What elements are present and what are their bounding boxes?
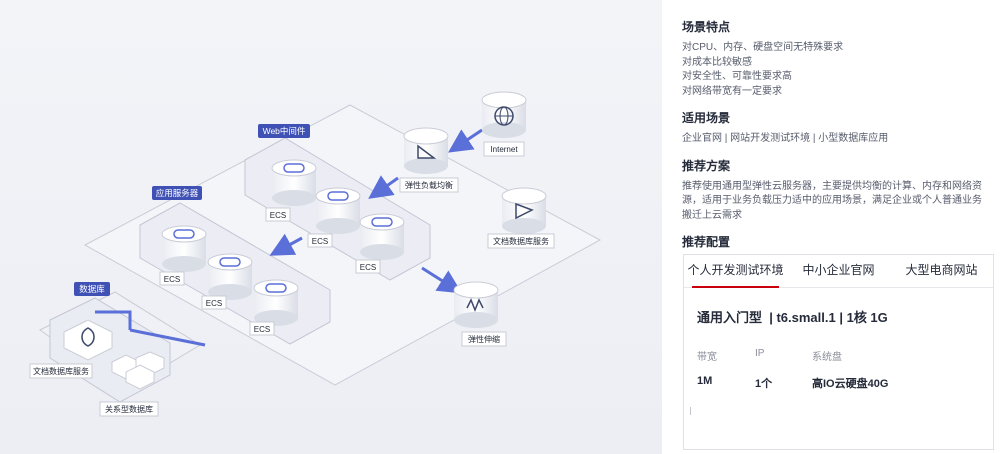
label-ecs: ECS <box>201 295 227 310</box>
svg-text:ECS: ECS <box>164 275 180 284</box>
svg-text:ECS: ECS <box>206 299 222 308</box>
arrow-web-app <box>269 233 303 256</box>
ecs-server <box>161 225 207 272</box>
tab-personal-dev[interactable]: 个人开发测试环境 <box>684 255 787 288</box>
label-internet: Internet <box>483 141 525 157</box>
arrow-elb-web <box>368 175 399 199</box>
feature-line: 对CPU、内存、硬盘空间无特殊要求 <box>682 42 844 53</box>
ecs-server <box>271 159 317 206</box>
svg-text:应用服务器: 应用服务器 <box>156 188 199 198</box>
rdb-node <box>111 351 165 390</box>
diagram-canvas: Web中间件 应用服务器 数据库 Internet 弹性负载均衡 文档数据库服务… <box>29 91 602 417</box>
ecs-server <box>253 279 299 326</box>
usage-text: 企业官网 | 网站开发测试环境 | 小型数据库应用 <box>682 133 889 144</box>
label-auto-scaling: 弹性伸缩 <box>461 331 507 347</box>
tab-sme-website[interactable]: 中小企业官网 <box>802 263 875 277</box>
ecs-server <box>359 213 405 260</box>
label-ecs: ECS <box>307 233 333 248</box>
label-ecs: ECS <box>265 207 291 222</box>
label-elb: 弹性负载均衡 <box>399 177 459 193</box>
config-tabs: 个人开发测试环境 中小企业官网 大型电商网站 <box>684 255 993 288</box>
internet-node <box>481 91 527 138</box>
svg-text:ECS: ECS <box>360 263 376 272</box>
feature-line: 对网络带宽有一定要求 <box>682 85 782 97</box>
funnel-icon <box>515 202 534 220</box>
svg-text:文档数据库服务: 文档数据库服务 <box>33 366 89 376</box>
svg-text:Internet: Internet <box>490 145 518 154</box>
architecture-diagram: Web中间件 应用服务器 数据库 Internet 弹性负载均衡 文档数据库服务… <box>0 0 662 454</box>
leaf-icon <box>81 327 95 347</box>
tag-database: 数据库 <box>74 282 110 296</box>
tag-app-server: 应用服务器 <box>152 186 202 200</box>
svg-text:ECS: ECS <box>270 211 286 220</box>
tag-web-middleware: Web中间件 <box>258 124 310 138</box>
spec-key-ip: IP <box>755 348 765 359</box>
svg-text:弹性伸缩: 弹性伸缩 <box>468 334 500 344</box>
spec-summary: 通用入门型 | t6.small.1 | 1核 1G <box>697 310 888 325</box>
ecs-server <box>315 187 361 234</box>
auto-scaling-node <box>453 281 499 328</box>
feature-line: 对成本比较敏感 <box>682 56 752 68</box>
label-doc-db: 文档数据库服务 <box>29 363 93 379</box>
tab-ecommerce[interactable]: 大型电商网站 <box>905 263 978 277</box>
svg-text:文档数据库服务: 文档数据库服务 <box>493 236 549 246</box>
label-ecs: ECS <box>355 259 381 274</box>
balance-icon <box>417 144 437 159</box>
spec-value-disk: 高IO云硬盘40G <box>812 378 889 390</box>
svg-text:Web中间件: Web中间件 <box>263 126 306 136</box>
svg-text:ECS: ECS <box>312 237 328 246</box>
recommend-title: 推荐方案 <box>682 158 731 173</box>
features-title: 场景特点 <box>682 20 731 34</box>
recommend-text: 推荐使用通用型弹性云服务器，主要提供均衡的计算、内存和网络资源，适用于业务负载压… <box>682 180 982 221</box>
arrow-web-scaling <box>421 266 463 294</box>
usage-title: 适用场景 <box>682 111 731 125</box>
spec-grid: 带宽 IP 系统盘 1M 1个 高IO云硬盘40G <box>697 348 932 391</box>
label-rdb: 关系型数据库 <box>99 401 159 417</box>
svg-text:ECS: ECS <box>254 325 270 334</box>
spec-key-bandwidth: 带宽 <box>697 352 717 363</box>
label-doc-db-top: 文档数据库服务 <box>487 233 555 249</box>
label-ecs: ECS <box>249 321 275 336</box>
svg-text:弹性负载均衡: 弹性负载均衡 <box>405 180 453 190</box>
connector-db-app <box>95 310 206 347</box>
config-card: 个人开发测试环境 中小企业官网 大型电商网站 通用入门型 | t6.small.… <box>683 254 994 450</box>
svg-text:关系型数据库: 关系型数据库 <box>105 404 153 414</box>
arrow-internet-elb <box>448 128 483 153</box>
doc-db-node <box>63 319 113 361</box>
label-ecs: ECS <box>159 271 185 286</box>
feature-line: 对安全性、可靠性要求高 <box>682 71 792 82</box>
spec-value-ip: 1个 <box>755 378 773 390</box>
spec-key-disk: 系统盘 <box>812 352 842 363</box>
doc-db-service-node <box>501 187 547 234</box>
spec-value-bandwidth: 1M <box>697 375 713 387</box>
scaling-icon <box>466 298 484 313</box>
elb-node <box>403 127 449 174</box>
config-title: 推荐配置 <box>682 235 731 249</box>
ecs-server <box>207 253 253 300</box>
svg-text:数据库: 数据库 <box>79 284 105 294</box>
divider-tick <box>690 407 691 415</box>
